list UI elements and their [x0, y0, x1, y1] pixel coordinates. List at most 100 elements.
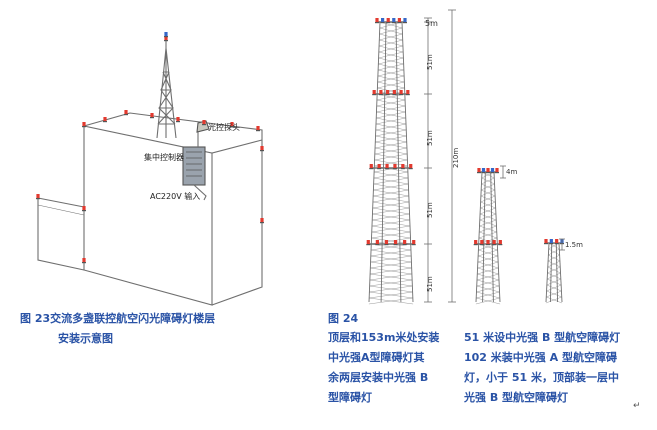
tower-brace [378, 63, 404, 71]
tower-brace [476, 273, 499, 281]
light-sensor [196, 120, 210, 133]
light-base [400, 168, 405, 170]
return-mark: ↵ [633, 401, 641, 411]
light-base [481, 172, 486, 174]
dim-mid-4m: 4m [506, 168, 517, 176]
light-base [103, 121, 107, 123]
obstruction-light-icon [202, 120, 206, 126]
light-lens [375, 240, 379, 244]
tower-brace [546, 284, 562, 292]
light-lens [176, 117, 180, 121]
light-base [82, 210, 86, 212]
light-base [124, 114, 128, 116]
short-tower [545, 242, 563, 304]
light-base [473, 244, 478, 246]
fig24-caption-number: 图 24 [328, 312, 359, 325]
light-lens [379, 90, 383, 94]
light-lens [549, 239, 553, 243]
tower-brace [479, 207, 496, 215]
light-lens [260, 218, 264, 222]
tall-tower [368, 21, 414, 305]
light-lens [150, 113, 154, 117]
light-base [479, 244, 484, 246]
light-base [549, 243, 554, 245]
light-lens [477, 168, 481, 172]
dim-seg1-51m: 51m [426, 54, 434, 70]
light-base [405, 94, 410, 96]
tower-brace [374, 147, 407, 155]
light-base [256, 130, 260, 132]
light-base [403, 22, 407, 24]
tower-brace [378, 51, 404, 59]
obstruction-light-icon [492, 240, 497, 246]
tower-leg [380, 21, 387, 303]
tower-brace [478, 249, 498, 257]
tower-brace [377, 81, 405, 89]
light-lens [406, 90, 410, 94]
light-base [375, 244, 380, 246]
light-base [477, 172, 481, 174]
fig23-caption-line1: 图 23交流多盏联控航空闪光障碍灯楼层 [20, 312, 216, 325]
fig24-caption-left-line4: 型障碍灯 [328, 391, 372, 404]
light-lens [82, 258, 86, 262]
tower-brace [480, 195, 496, 203]
tower-brace [375, 141, 407, 149]
obstruction-light-icon [392, 90, 397, 96]
tower-brace [378, 57, 404, 65]
light-base [385, 168, 390, 170]
light-lens [369, 164, 373, 168]
tower-brace [369, 273, 412, 281]
light-lens [366, 240, 370, 244]
obstruction-light-icon [375, 18, 379, 24]
light-base [408, 168, 413, 170]
tower-brace [377, 69, 404, 77]
tower-brace [479, 219, 497, 227]
light-base [230, 126, 234, 128]
power-cable [193, 184, 207, 201]
obstruction-light-icon [378, 90, 383, 96]
light-lens [386, 90, 390, 94]
light-base [411, 244, 416, 246]
obstruction-light-icon [164, 36, 168, 42]
obstruction-light-icon [402, 240, 407, 246]
obstruction-light-icon [544, 239, 548, 245]
light-lens [164, 36, 168, 40]
light-base [490, 172, 495, 174]
light-lens [164, 32, 168, 36]
obstruction-light-icon [103, 117, 107, 123]
obstruction-light-icon [473, 240, 478, 246]
obstruction-light-icon [230, 122, 234, 128]
light-lens [490, 168, 495, 172]
tower-brace [476, 291, 500, 299]
dim-seg3-51m: 51m [426, 202, 434, 218]
building-annex [37, 197, 85, 271]
tower-brace [370, 255, 412, 263]
light-base [164, 36, 168, 38]
dim-top-5m: 5m [425, 19, 438, 28]
light-base [402, 244, 407, 246]
building-roof [83, 112, 263, 154]
light-base [164, 40, 168, 42]
light-base [202, 124, 206, 126]
light-base [176, 121, 180, 123]
tower-brace [368, 297, 413, 305]
building-diagram [37, 40, 263, 306]
light-lens [392, 18, 396, 22]
light-base [150, 117, 154, 119]
fig24-caption-left-line2: 中光强A型障碍灯其 [328, 351, 425, 364]
obstruction-light-icon [260, 218, 264, 224]
dim-seg4-51m: 51m [426, 276, 434, 292]
light-lens [486, 168, 490, 172]
obstruction-light-icon [124, 110, 128, 116]
tower-brace [375, 123, 407, 131]
tower-brace [476, 279, 500, 287]
building-right-wall [211, 140, 263, 306]
obstruction-light-icon [176, 117, 180, 123]
light-base [380, 22, 385, 24]
obstruction-light-icon [397, 18, 402, 24]
tower-brace [379, 39, 403, 47]
light-lens [377, 164, 381, 168]
sensor-label: 光控探头 [208, 122, 240, 132]
tower-leg [493, 171, 501, 303]
